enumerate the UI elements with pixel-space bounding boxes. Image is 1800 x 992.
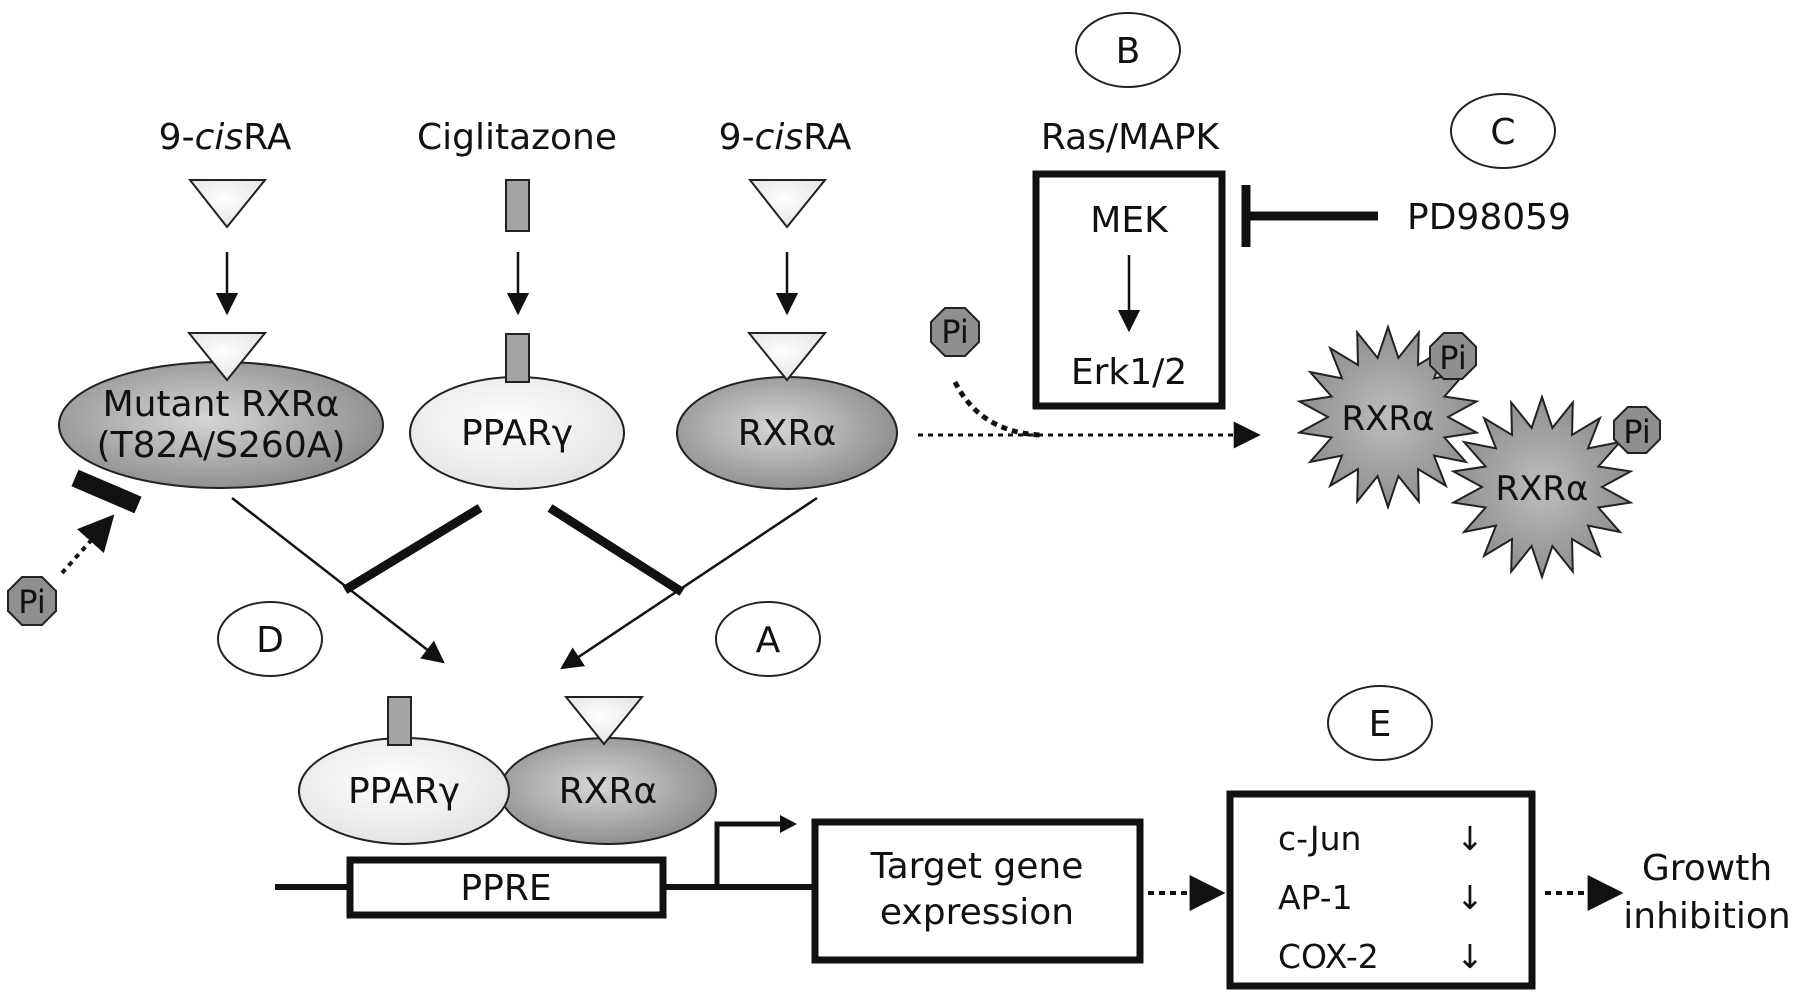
ligand-9cisra-right-label: 9-cisRA [719,117,852,158]
ligand-9cisra-left-label: 9-cisRA [159,117,292,158]
pi-octagon-star-2 [1613,406,1661,454]
ppre-label: PPRE [460,868,551,909]
pi-octagon-star-1 [1429,332,1477,380]
phospho-rxra-label-2: RXRα [1496,469,1589,509]
pi-label-top: Pi [941,313,968,351]
erk-label: Erk1/2 [1071,352,1187,393]
mutant-rxra-label-line1: Mutant RXRα [103,384,340,425]
dotted-curve-pi [952,380,1041,438]
mek-label: MEK [1090,200,1169,241]
circle-label-a-text: A [756,620,781,661]
circle-label-b-text: B [1116,31,1141,72]
effects-box [1226,790,1536,990]
transcription-arrowhead [780,815,797,833]
block-bar-left [342,504,483,594]
phosphorylation-block-bar [71,469,142,514]
transcription-start-arrow [714,821,782,887]
circle-label-c-text: C [1490,112,1515,153]
bound-ligand-triangle-right [746,332,828,382]
target-gene-box [811,818,1144,964]
pi-label-star-2: Pi [1623,413,1650,451]
ras-mapk-label: Ras/MAPK [1041,117,1221,158]
complex-rxra-label: RXRα [559,771,657,812]
phospho-rxra-label-1: RXRα [1342,399,1435,439]
target-gene-label-line2: expression [880,892,1074,933]
ligand-ciglitazone-label: Ciglitazone [417,117,617,158]
pi-octagon-left [7,576,57,626]
outcome-label-line1: Growth [1642,848,1772,889]
circle-label-e [1327,685,1433,761]
target-gene-label-line1: Target gene [870,846,1084,887]
circle-label-d [217,601,323,677]
pi-label-left: Pi [18,583,45,621]
arrow-rxra-to-complex [560,496,818,670]
circle-label-b [1075,12,1181,88]
effect-name-cjun: c-Jun [1278,819,1361,858]
circle-label-d-text: D [256,620,284,661]
effect-name-ap1: AP-1 [1278,878,1353,917]
circle-label-e-text: E [1369,704,1392,745]
dotted-arrow-pi-to-mutant [60,514,115,575]
block-bar-right [547,504,685,596]
pi-label-star-1: Pi [1439,339,1466,377]
complex-pparg-label: PPARγ [348,771,460,812]
pd98059-label: PD98059 [1407,197,1571,238]
complex-ligand-rectangle [387,696,412,746]
rxra-label: RXRα [738,413,836,454]
bound-ligand-triangle-left [186,332,268,382]
mutant-rxra-label-line2: (T82A/S260A) [97,425,346,466]
ligand-triangle-right [747,179,828,229]
circle-label-c [1450,93,1556,169]
effect-name-cox2: COX-2 [1278,937,1379,976]
pi-octagon-top [930,307,980,357]
complex-ligand-triangle [563,696,645,746]
arrow-mutant-to-complex [231,497,445,664]
bound-ligand-rectangle [505,333,530,383]
ppre-box [346,856,667,919]
pparg-label: PPARγ [461,413,573,454]
effect-dir-cjun: ↓ [1456,819,1484,858]
ligand-triangle-left [187,179,268,229]
outcome-label-line2: inhibition [1623,896,1790,937]
effect-dir-ap1: ↓ [1456,878,1484,917]
circle-label-a [715,601,821,677]
effect-dir-cox2: ↓ [1456,937,1484,976]
ligand-rectangle-top [505,179,530,232]
